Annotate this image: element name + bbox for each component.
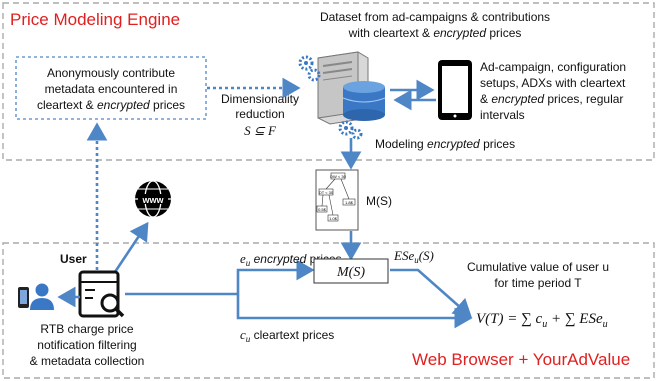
user-label: User bbox=[60, 252, 87, 266]
tree-lr-label: 1.0$ bbox=[329, 216, 338, 221]
gear-icon bbox=[298, 55, 314, 71]
browser-filter-icon bbox=[78, 270, 125, 318]
contribute-line-1: Anonymously contribute bbox=[47, 66, 175, 80]
contribute-line-3: cleartext & encrypted prices bbox=[37, 98, 185, 112]
model-box-label: M(S) bbox=[336, 265, 365, 280]
cumulative-line-1: Cumulative value of user u bbox=[467, 260, 609, 274]
database-icon bbox=[342, 81, 386, 121]
adcampaign-line-2: setups, ADXs with cleartext bbox=[480, 76, 626, 90]
globe-icon: www bbox=[135, 180, 171, 218]
dataset-line-2: with cleartext & encrypted prices bbox=[348, 26, 522, 40]
tablet-icon bbox=[438, 60, 472, 120]
ms-label: M(S) bbox=[366, 194, 392, 208]
cu-cleartext-label: cu cleartext prices bbox=[240, 327, 334, 344]
contribute-line-2: metadata encountered in bbox=[45, 82, 178, 96]
tree-left-label: DT < 30 bbox=[319, 190, 334, 195]
dimensionality-line-1: Dimensionality bbox=[221, 92, 299, 106]
flow-cleartext bbox=[236, 294, 473, 329]
tree-right-label: 1.8$ bbox=[345, 200, 354, 205]
gear-icon bbox=[307, 68, 321, 82]
rtb-line-2: notification filtering bbox=[37, 338, 136, 352]
web-browser-title: Web Browser + YourAdValue bbox=[412, 350, 630, 369]
adcampaign-line-4: intervals bbox=[480, 108, 525, 122]
adcampaign-line-1: Ad-campaign, configuration bbox=[480, 60, 626, 74]
modeling-label: Modeling encrypted prices bbox=[375, 137, 515, 151]
value-formula: V(T) = ∑ cu + ∑ ESeu bbox=[476, 311, 608, 330]
flow-encrypted bbox=[236, 259, 315, 294]
svg-text:www: www bbox=[141, 195, 164, 205]
price-modeling-engine-title: Price Modeling Engine bbox=[10, 10, 180, 29]
dimensionality-formula: S ⊆ F bbox=[244, 123, 277, 138]
ese-label: ESeu(S) bbox=[393, 248, 434, 265]
rtb-line-1: RTB charge price bbox=[40, 322, 133, 336]
rtb-line-3: & metadata collection bbox=[30, 354, 145, 368]
price-modeling-engine-panel bbox=[2, 2, 655, 161]
model-box bbox=[313, 258, 389, 284]
adcampaign-line-3: & encrypted prices, regular bbox=[480, 92, 623, 106]
phone-icon bbox=[18, 287, 29, 308]
cumulative-line-2: for time period T bbox=[494, 276, 582, 290]
dataset-line-1: Dataset from ad-campaigns & contribution… bbox=[320, 10, 550, 24]
flow-ese bbox=[390, 268, 472, 318]
gear-icon bbox=[338, 120, 354, 136]
gear-icon bbox=[351, 128, 363, 140]
dimensionality-line-2: reduction bbox=[235, 107, 284, 121]
decision-tree-icon: DW < 30 DT < 30 1.8$ 0.5$ 1.0$ bbox=[315, 169, 359, 231]
tree-root-label: DW < 30 bbox=[330, 174, 346, 179]
web-browser-panel bbox=[2, 242, 655, 379]
arrow-browser-to-globe bbox=[113, 221, 149, 273]
tree-ll-label: 0.5$ bbox=[318, 207, 327, 212]
user-icon bbox=[30, 283, 54, 310]
contribute-box bbox=[15, 56, 207, 120]
